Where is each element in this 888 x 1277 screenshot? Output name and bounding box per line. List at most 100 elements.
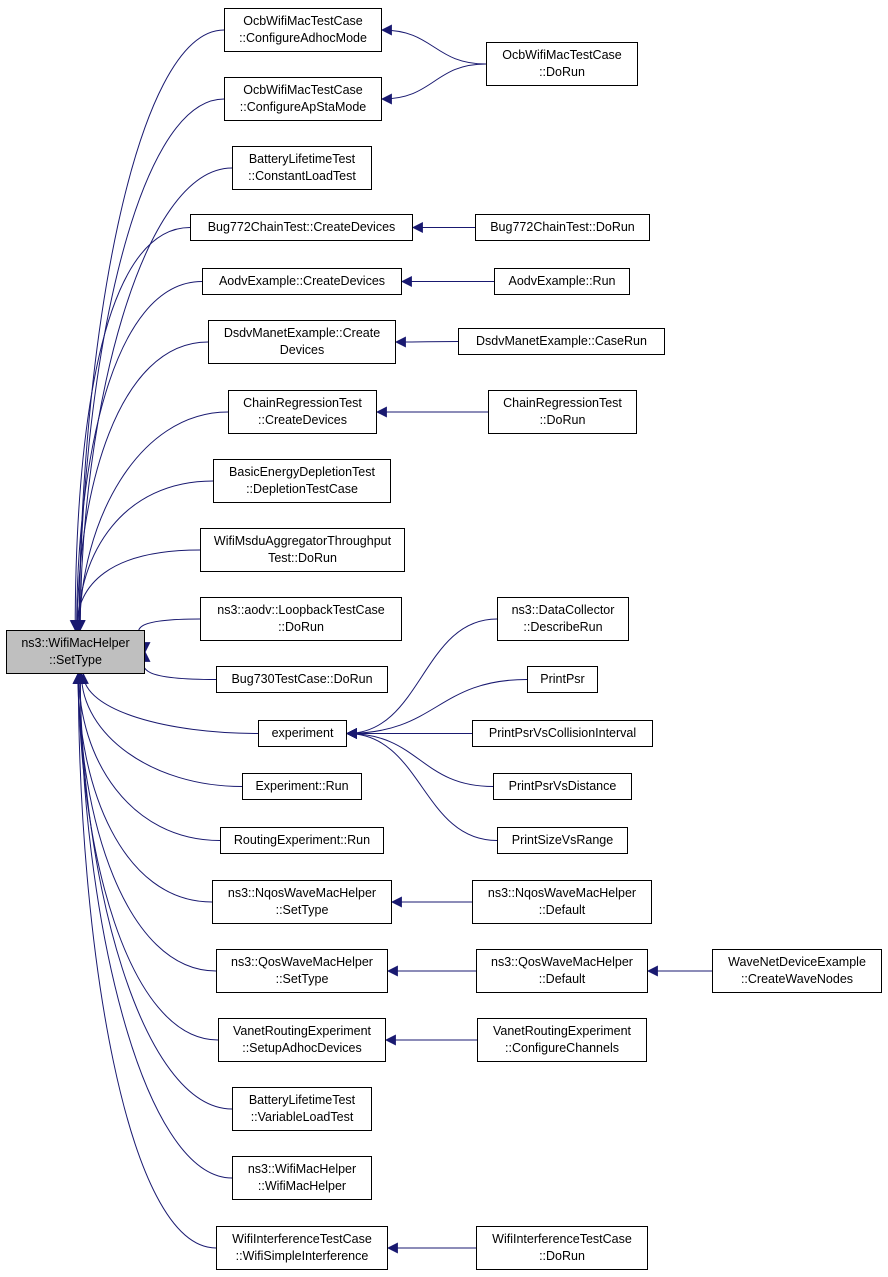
node-chain-create[interactable]: ChainRegressionTest::CreateDevices [228,390,377,434]
node-label-line: ns3::DataCollector [511,603,615,617]
call-edge-interference-simple-to-root [72,672,217,1249]
node-printpsr-distance[interactable]: PrintPsrVsDistance [493,773,632,800]
node-label-line: Test::DoRun [268,551,337,565]
call-edge-printpsr-to-experiment-fn [345,679,528,739]
node-label-line: BasicEnergyDepletionTest [229,465,375,479]
node-label-line: ns3::QosWaveMacHelper [491,955,633,969]
node-label-line: WaveNetDeviceExample [728,955,866,969]
call-edge-qos-settype-to-root [72,672,217,972]
call-edge-routing-run-to-root [73,672,221,841]
call-edge-printsize-range-to-experiment-fn [345,728,498,841]
node-label-line: VanetRoutingExperiment [232,1024,372,1038]
node-label-line: ::CreateDevices [258,413,347,427]
node-label-line: WifiMsduAggregatorThroughput [213,534,392,548]
node-label-line: OcbWifiMacTestCase [243,83,363,97]
call-edge-experiment-fn-to-root [77,672,259,734]
node-label-line: BatteryLifetimeTest [248,152,356,166]
call-edge-battery-variable-to-root [74,672,233,1110]
node-chain-dorun[interactable]: ChainRegressionTest::DoRun [488,390,637,434]
node-aodv-loopback[interactable]: ns3::aodv::LoopbackTestCase::DoRun [200,597,402,641]
node-printsize-range[interactable]: PrintSizeVsRange [497,827,628,854]
call-edge-vanet-setup-to-root [73,672,219,1041]
node-wifimachelper-ctor[interactable]: ns3::WifiMacHelper::WifiMacHelper [232,1156,372,1200]
node-root[interactable]: ns3::WifiMacHelper::SetType [6,630,145,674]
call-edge-datacollector-to-experiment-fn [345,618,498,739]
call-edge-aodv-create-to-root [71,281,203,632]
node-label-line: experiment [271,726,334,740]
node-nqos-default[interactable]: ns3::NqosWaveMacHelper::Default [472,880,652,924]
node-label-line: WifiInterferenceTestCase [492,1232,632,1246]
node-ocb-adhoc[interactable]: OcbWifiMacTestCase::ConfigureAdhocMode [224,8,382,52]
node-ocb-apsta[interactable]: OcbWifiMacTestCase::ConfigureApStaMode [224,77,382,121]
node-vanet-configure[interactable]: VanetRoutingExperiment::ConfigureChannel… [477,1018,647,1062]
node-nqos-settype[interactable]: ns3::NqosWaveMacHelper::SetType [212,880,392,924]
node-printpsr[interactable]: PrintPsr [527,666,598,693]
node-aodv-create[interactable]: AodvExample::CreateDevices [202,268,402,295]
node-label-line: ns3::WifiMacHelper [247,1162,357,1176]
node-label-line: BatteryLifetimeTest [248,1093,356,1107]
node-label-line: Bug772ChainTest::CreateDevices [207,220,396,234]
node-label-line: ::DoRun [539,65,585,79]
node-label-line: ::ConfigureApStaMode [239,100,367,114]
node-label-line: ns3::WifiMacHelper [21,636,130,650]
node-label-line: ::DoRun [278,620,324,634]
call-edge-dsdv-create-to-root [71,341,209,632]
call-edge-msdu-dorun-to-root [70,549,201,632]
node-label-line: ::DepletionTestCase [246,482,358,496]
node-datacollector[interactable]: ns3::DataCollector::DescribeRun [497,597,629,641]
node-label-line: ::WifiMacHelper [257,1179,347,1193]
node-label-line: ns3::aodv::LoopbackTestCase [217,603,385,617]
node-label-line: PrintPsrVsDistance [508,779,617,793]
node-label-line: ChainRegressionTest [503,396,622,410]
node-bug772-dorun[interactable]: Bug772ChainTest::DoRun [475,214,650,241]
node-label-line: ::WifiSimpleInterference [235,1249,369,1263]
node-label-line: ns3::NqosWaveMacHelper [487,886,637,900]
node-qos-settype[interactable]: ns3::QosWaveMacHelper::SetType [216,949,388,993]
node-interference-dorun[interactable]: WifiInterferenceTestCase::DoRun [476,1226,648,1270]
node-label-line: ::ConstantLoadTest [248,169,356,183]
call-edge-aodv-loopback-to-root [137,618,201,654]
node-vanet-setup[interactable]: VanetRoutingExperiment::SetupAdhocDevice… [218,1018,386,1062]
node-bug772-create[interactable]: Bug772ChainTest::CreateDevices [190,214,413,241]
node-label-line: AodvExample::Run [508,274,616,288]
node-label-line: PrintPsrVsCollisionInterval [488,726,637,740]
node-label-line: ::SetupAdhocDevices [242,1041,362,1055]
node-label-line: ::DoRun [539,413,586,427]
node-ocb-dorun[interactable]: OcbWifiMacTestCase::DoRun [486,42,638,86]
node-wave-createnodes[interactable]: WaveNetDeviceExample::CreateWaveNodes [712,949,882,993]
call-edge-ocb-apsta-to-root [73,98,225,632]
node-bug730-dorun[interactable]: Bug730TestCase::DoRun [216,666,388,693]
node-label-line: ::SetType [275,972,329,986]
node-battery-constant[interactable]: BatteryLifetimeTest::ConstantLoadTest [232,146,372,190]
node-label-line: ::ConfigureChannels [505,1041,619,1055]
call-edge-bug772-create-to-root [69,227,191,632]
node-aodv-run[interactable]: AodvExample::Run [494,268,630,295]
node-label-line: ChainRegressionTest [243,396,362,410]
node-label-line: ::SetType [275,903,329,917]
node-qos-default[interactable]: ns3::QosWaveMacHelper::Default [476,949,648,993]
node-basic-energy[interactable]: BasicEnergyDepletionTest::DepletionTestC… [213,459,391,503]
node-battery-variable[interactable]: BatteryLifetimeTest::VariableLoadTest [232,1087,372,1131]
node-label-line: ::DescribeRun [523,620,603,634]
node-label-line: ns3::NqosWaveMacHelper [227,886,377,900]
node-experiment-fn[interactable]: experiment [258,720,347,747]
node-label-line: ::SetType [49,653,102,667]
node-interference-simple[interactable]: WifiInterferenceTestCase::WifiSimpleInte… [216,1226,388,1270]
node-label-line: Devices [279,343,325,357]
node-dsdv-caserun[interactable]: DsdvManetExample::CaseRun [458,328,665,355]
node-experiment-run[interactable]: Experiment::Run [242,773,362,800]
node-printpsr-collision[interactable]: PrintPsrVsCollisionInterval [472,720,653,747]
node-label-line: ::DoRun [539,1249,585,1263]
node-routing-run[interactable]: RoutingExperiment::Run [220,827,384,854]
node-label-line: Experiment::Run [255,779,349,793]
node-label-line: Bug772ChainTest::DoRun [490,220,635,234]
node-label-line: ::ConfigureAdhocMode [239,31,367,45]
node-label-line: OcbWifiMacTestCase [243,14,363,28]
node-label-line: PrintPsr [540,672,585,686]
node-label-line: ::Default [538,972,586,986]
node-label-line: RoutingExperiment::Run [233,833,371,847]
